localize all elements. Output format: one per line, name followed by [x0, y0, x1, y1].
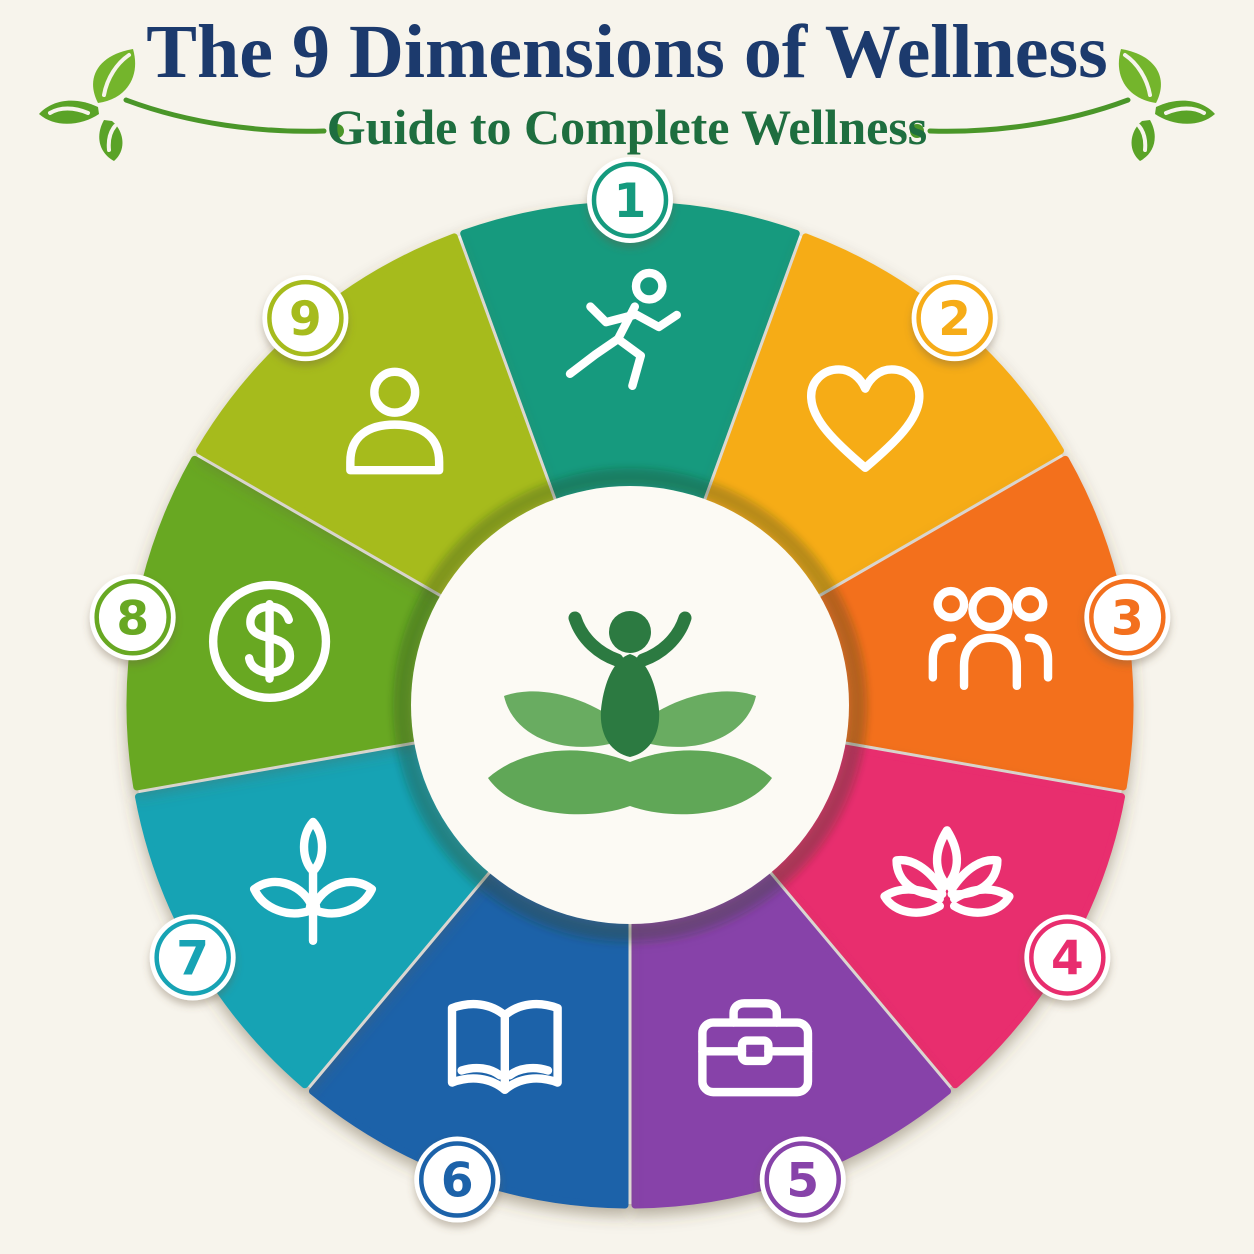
- segment-2-badge: 2: [911, 275, 998, 362]
- lotus-leaf: [504, 691, 624, 747]
- figure-torso: [600, 654, 660, 757]
- inner-bevel-ring: [393, 468, 867, 942]
- badge-ring: [1089, 579, 1166, 656]
- badge-number: 6: [441, 1154, 474, 1209]
- figure-arm-right: [636, 611, 692, 667]
- briefcase-icon: [698, 999, 813, 1097]
- person-icon: [346, 367, 444, 475]
- badge-ring: [267, 279, 344, 357]
- page-subtitle: Guide to Complete Wellness: [326, 99, 928, 155]
- badge-number: 3: [1111, 591, 1144, 646]
- dollar-circle-icon: [208, 580, 331, 703]
- badge-number: 4: [1051, 932, 1084, 987]
- badge-ring: [764, 1141, 841, 1218]
- badge-ring: [94, 579, 171, 656]
- open-book-icon: [447, 999, 562, 1094]
- badge-number: 5: [786, 1154, 819, 1209]
- badge-ring: [916, 279, 993, 357]
- badge-number: 2: [938, 292, 971, 347]
- person-lotus-icon: [488, 611, 772, 815]
- heart-icon: [807, 365, 924, 473]
- badge-number: 7: [176, 932, 209, 987]
- lotus-leaf: [488, 750, 630, 815]
- badge-ring: [1029, 919, 1106, 996]
- running-person-icon: [565, 268, 682, 391]
- figure-arm-left: [568, 611, 624, 667]
- badge-number: 1: [614, 174, 647, 229]
- badge-ring: [154, 919, 231, 996]
- lotus-flower-icon: [880, 826, 1014, 917]
- page-title: The 9 Dimensions of Wellness: [146, 10, 1108, 94]
- segment-9-badge: 9: [262, 275, 349, 362]
- header: The 9 Dimensions of Wellness Guide to Co…: [0, 0, 1254, 175]
- badge-ring: [591, 161, 669, 239]
- badge-ring: [419, 1141, 496, 1218]
- segment-1-badge: 1: [587, 157, 673, 243]
- badge-number: 8: [116, 591, 149, 646]
- segment-3-badge: 3: [1084, 574, 1171, 661]
- lotus-leaf: [636, 691, 756, 747]
- segment-4-badge: 4: [1024, 914, 1111, 1001]
- segment-8-badge: 8: [89, 574, 176, 661]
- badge-number: 9: [289, 292, 322, 347]
- lotus-leaf: [630, 750, 772, 815]
- figure-head: [609, 611, 651, 653]
- segment-7-badge: 7: [149, 914, 236, 1001]
- wheel-segment-3: [816, 455, 1134, 791]
- segment-6-badge: 6: [414, 1136, 501, 1223]
- plant-icon: [250, 817, 377, 946]
- people-group-icon: [928, 586, 1053, 691]
- segment-5-badge: 5: [759, 1136, 846, 1223]
